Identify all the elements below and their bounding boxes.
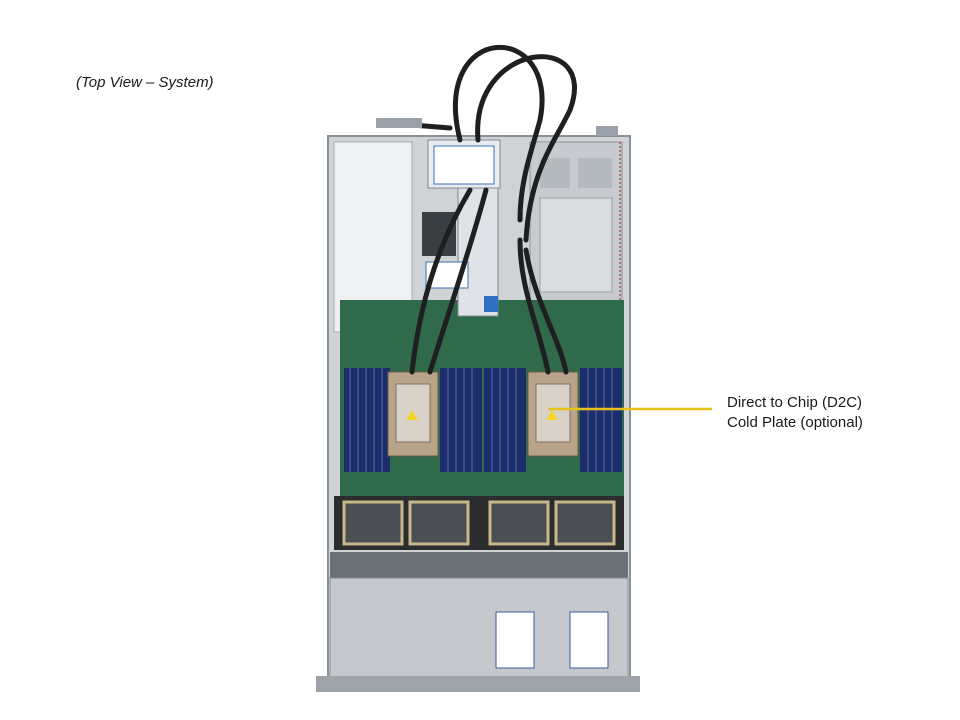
callout-label: Direct to Chip (D2C) Cold Plate (optiona… [727, 393, 863, 433]
callout-line-2: Cold Plate (optional) [727, 414, 863, 431]
coolant-hoses [397, 44, 577, 375]
front-bays [330, 552, 628, 578]
cold-plate-right [527, 371, 579, 457]
cold-plate-left [387, 371, 439, 457]
view-caption: (Top View – System) [76, 74, 214, 91]
dimm-banks [344, 368, 622, 472]
callout-line-1: Direct to Chip (D2C) [727, 394, 863, 411]
